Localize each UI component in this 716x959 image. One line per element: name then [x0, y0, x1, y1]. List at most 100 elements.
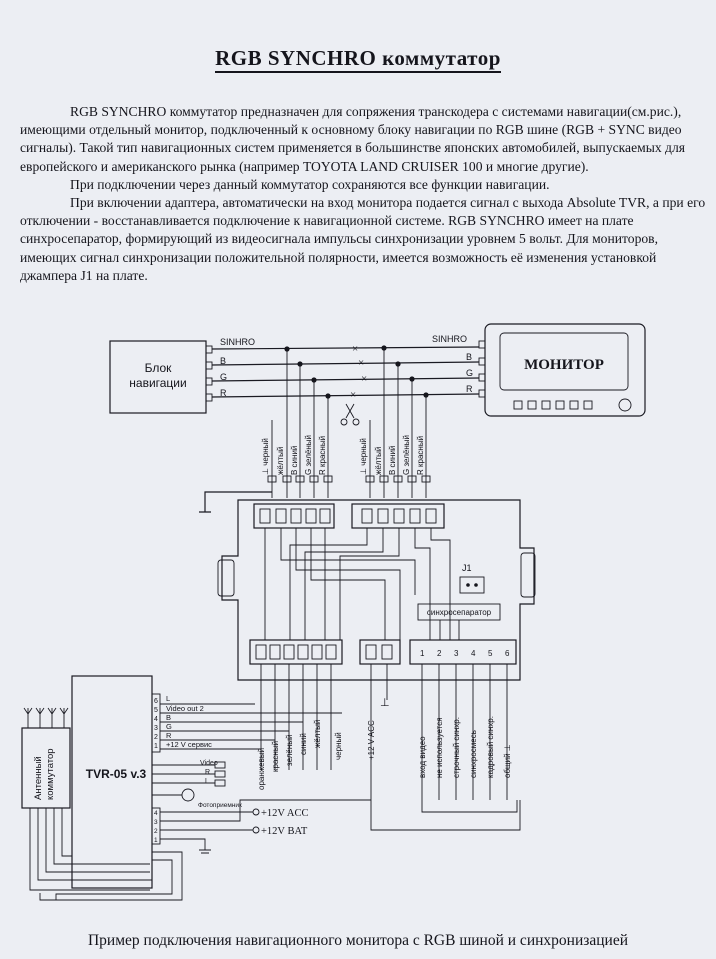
bottom-connector-right: [409, 639, 517, 665]
monitor-bus-b: B: [466, 352, 472, 362]
right-connector-pin-numbers: 1 2 3 4 5 6: [420, 649, 510, 658]
svg-text:G: G: [166, 722, 172, 731]
power-wires: [160, 799, 371, 854]
svg-text:5: 5: [488, 649, 493, 658]
av-labels: Video R L: [200, 760, 218, 785]
svg-text:1: 1: [154, 743, 158, 750]
svg-text:R: R: [166, 731, 172, 740]
nav-bus-b: B: [220, 356, 226, 366]
paragraph: При подключении через данный коммутатор …: [70, 176, 550, 192]
svg-text:Video: Video: [200, 760, 218, 767]
tvr-output-wires: [160, 703, 342, 750]
svg-text:G зелёный: G зелёный: [304, 435, 313, 475]
tvr-power-connector: [151, 807, 161, 845]
svg-text:4: 4: [471, 649, 476, 658]
top-connector-pins: [259, 508, 437, 524]
nav-bus-g: G: [220, 372, 227, 382]
monitor-sinhro-label: SINHRO: [432, 334, 467, 344]
wire-labels-right: ⊥ черный жёлтый B синий G зелёный R крас…: [359, 435, 425, 475]
svg-text:2: 2: [437, 649, 442, 658]
svg-text:×: ×: [350, 389, 356, 401]
wire-labels-left: ⊥ черный жёлтый B синий G зелёный R крас…: [261, 435, 327, 475]
svg-text:3: 3: [154, 819, 158, 826]
svg-text:⊥ черный: ⊥ черный: [261, 438, 270, 475]
paragraph: RGB SYNCHRO коммутатор предназначен для …: [20, 104, 686, 174]
svg-text:5: 5: [154, 707, 158, 714]
cut-marks: × × × ×: [340, 343, 367, 426]
svg-text:B синий: B синий: [388, 446, 397, 475]
svg-text:4: 4: [154, 810, 158, 817]
svg-text:общий ⊥: общий ⊥: [503, 744, 512, 778]
svg-text:6: 6: [505, 649, 510, 658]
svg-text:3: 3: [154, 725, 158, 732]
antenna-cables: [29, 808, 183, 901]
top-connector-right: [351, 503, 445, 529]
sync-separator-label: синхросепаратор: [427, 608, 492, 617]
body-text: RGB SYNCHRO коммутатор предназначен для …: [20, 103, 710, 285]
monitor-pins: [478, 340, 486, 398]
bottom-wire-labels-left: оранжевый красный зелёный синий жёлтый ч…: [257, 720, 376, 790]
bottom-connector-pins: [255, 644, 393, 660]
power-bat-label: +12V BAT: [261, 826, 308, 837]
svg-text:жёлтый: жёлтый: [276, 447, 285, 475]
figure-caption: Пример подключения навигационного монито…: [87, 932, 629, 949]
monitor-box: [484, 323, 646, 417]
svg-text:1: 1: [154, 837, 158, 844]
bottom-connector-mid: [359, 639, 401, 665]
board-mount-right: [520, 552, 536, 598]
svg-text:⊥ черный: ⊥ черный: [359, 438, 368, 475]
svg-text:R: R: [205, 769, 210, 776]
svg-text:G зелёный: G зелёный: [402, 435, 411, 475]
antenna-switch-label-1: Антенный: [33, 756, 44, 800]
tvr-box: [71, 675, 153, 889]
svg-text:×: ×: [352, 343, 358, 355]
rgb-bus-lines: [211, 346, 480, 398]
svg-text:красный: красный: [271, 741, 280, 772]
tvr-pin-labels: L Video out 2 B G R +12 V сервис: [166, 694, 212, 749]
svg-text:6: 6: [154, 698, 158, 705]
svg-text:L: L: [166, 694, 170, 703]
nav-bus-r: R: [220, 388, 227, 398]
svg-text:не используется: не используется: [435, 717, 444, 778]
svg-text:×: ×: [358, 357, 364, 369]
j1-label: J1: [462, 563, 472, 573]
svg-text:синий: синий: [299, 733, 308, 755]
svg-text:+12 V сервис: +12 V сервис: [166, 740, 212, 749]
svg-text:2: 2: [154, 828, 158, 835]
svg-text:Video out 2: Video out 2: [166, 704, 204, 713]
antenna-switch-label-2: коммутатор: [45, 748, 56, 800]
nav-unit-label-1: Блок: [145, 361, 173, 375]
svg-text:3: 3: [454, 649, 459, 658]
svg-text:R красный: R красный: [318, 436, 327, 475]
av-plugs: [152, 761, 226, 787]
ground-wire-left: [199, 491, 272, 513]
svg-text:R красный: R красный: [416, 436, 425, 475]
nav-unit-pins: [205, 345, 213, 402]
svg-text:×: ×: [361, 373, 367, 385]
svg-text:B: B: [166, 713, 171, 722]
board-mount-left: [217, 559, 235, 597]
monitor-bus-r: R: [466, 384, 473, 394]
tvr-connector: [151, 693, 161, 753]
plug-symbols: [267, 475, 431, 483]
photo-receiver-label: Фотоприемник: [198, 802, 242, 809]
svg-text:жёлтый: жёлтый: [313, 720, 322, 748]
nav-unit-box: [109, 340, 207, 414]
monitor-buttons: [513, 398, 632, 412]
page-title: RGB SYNCHRO коммутатор: [0, 46, 716, 73]
j1-jumper: [459, 576, 485, 594]
monitor-label: МОНИТОР: [524, 357, 604, 373]
mid-ground-symbol: ⊥: [380, 697, 390, 709]
nav-unit-label-2: навигации: [129, 376, 186, 390]
svg-text:B синий: B синий: [290, 446, 299, 475]
top-connector-left: [253, 503, 335, 529]
svg-text:4: 4: [154, 716, 158, 723]
svg-text:+12 V ACC: +12 V ACC: [367, 720, 376, 760]
antenna-array: [23, 707, 69, 728]
tvr-pin-numbers: 6 5 4 3 2 1: [154, 698, 158, 750]
monitor-bus-g: G: [466, 368, 473, 378]
svg-text:жёлтый: жёлтый: [374, 447, 383, 475]
svg-text:оранжевый: оранжевый: [257, 748, 266, 790]
